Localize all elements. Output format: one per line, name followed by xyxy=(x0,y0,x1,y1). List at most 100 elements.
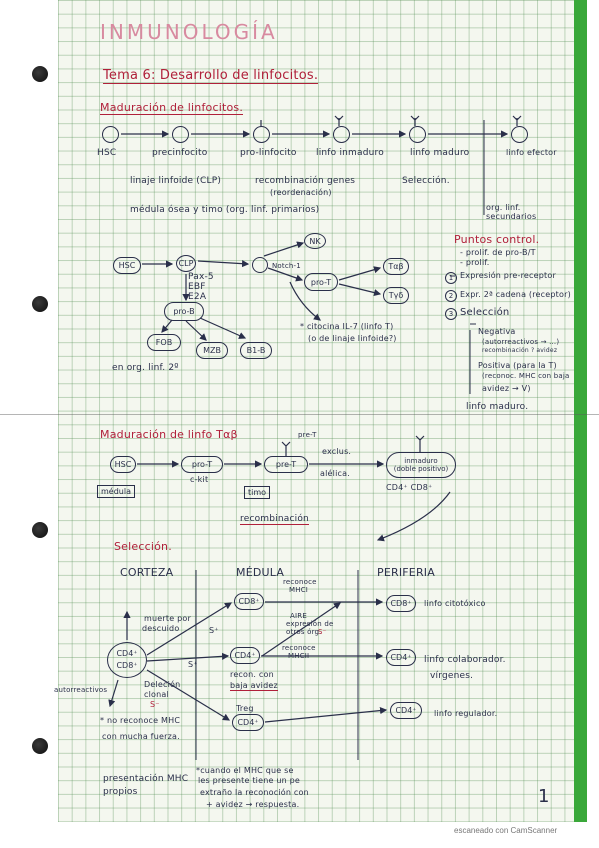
line1-clp: linaje linfoide (CLP) xyxy=(130,176,222,186)
col-periferia: PERIFERIA xyxy=(377,566,435,579)
tab-box-medula: médula xyxy=(97,485,135,498)
aire-3: otros órg. xyxy=(286,628,322,636)
org-secundarios: org. linf. secundarios xyxy=(486,203,537,221)
seleccion-heading: Selección. xyxy=(114,540,172,553)
presentacion-2: propios xyxy=(103,787,138,797)
periferia-colaborador: linfo colaborador. xyxy=(424,655,506,665)
cortex-cell-dp: CD4⁺ CD8⁺ xyxy=(107,642,147,678)
periferia-cd8: CD8⁺ xyxy=(386,595,416,612)
binder-hole xyxy=(32,522,48,538)
nota-1: *cuando el MHC que se xyxy=(196,766,294,775)
stage-circle-precursor xyxy=(172,126,189,143)
tab-heading: Maduración de linfo Tαβ xyxy=(100,428,238,441)
aire-s-minus: S⁻ xyxy=(318,628,327,636)
label-org2: en org. linf. 2º xyxy=(112,363,179,373)
puntos-item0b: - prolif. xyxy=(460,258,490,267)
puntos-item3: Selección xyxy=(460,307,510,318)
col-corteza: CORTEZA xyxy=(120,566,174,579)
label-pax5: Pax-5 xyxy=(188,272,214,282)
binder-hole xyxy=(32,66,48,82)
tab-node-pro-t: pro-T xyxy=(181,456,223,473)
reconoce-mhci-1: reconoce xyxy=(283,578,317,586)
puntos-neg-b: recombinación ? avidez xyxy=(482,347,558,354)
label-ebf: EBF xyxy=(188,282,206,292)
puntos-num-3: 3 xyxy=(445,308,457,320)
periferia-cd4-treg: CD4⁺ xyxy=(390,702,422,719)
tab-inmaduro-label: inmaduro xyxy=(404,457,438,465)
node-tab: Tαβ xyxy=(383,258,409,275)
presentacion-1: presentación MHC xyxy=(103,774,189,784)
recon-baja-1: recon. con xyxy=(230,670,274,679)
no-reconoce1: * no reconoce MHC xyxy=(100,716,181,725)
nota-4: + avidez → respuesta. xyxy=(206,800,300,809)
tab-label-pre-t: pre-T xyxy=(298,431,317,439)
stage-label: linfo efector xyxy=(506,148,557,157)
node-nk: NK xyxy=(304,233,326,249)
periferia-virgenes: vírgenes. xyxy=(430,671,474,681)
binder-hole xyxy=(32,296,48,312)
autorreactivos: autorreactivos xyxy=(54,686,108,694)
tab-node-inmaduro: inmaduro (doble positivo) xyxy=(386,452,456,478)
tab-node-pre-t: pre-T xyxy=(264,456,308,473)
no-reconoce2: con mucha fuerza. xyxy=(102,732,180,741)
node-pro-t: pro-T xyxy=(304,273,338,291)
puntos-num-2: 2 xyxy=(445,290,457,302)
line1-recomb: recombinación genes xyxy=(255,176,356,186)
subject-title: INMUNOLOGÍA xyxy=(100,20,278,44)
puntos-item1: Expresión pre-receptor xyxy=(460,271,556,280)
stage-circle-maduro xyxy=(409,126,426,143)
node-notch-cell xyxy=(252,257,268,273)
periferia-regulador: linfo regulador. xyxy=(434,709,498,718)
cortex-cell-cd4: CD4⁺ xyxy=(116,649,138,658)
node-tgd: Tγδ xyxy=(383,287,409,304)
stage-circle-efector xyxy=(511,126,528,143)
stage-label: precinfocito xyxy=(152,148,208,158)
medula-cd8: CD8⁺ xyxy=(234,593,264,610)
periferia-citotoxico: linfo citotóxico xyxy=(424,599,486,608)
line1-seleccion: Selección. xyxy=(402,176,450,186)
puntos-num-1: 1 xyxy=(445,272,457,284)
reconoce-mhcii-1: reconoce xyxy=(282,644,316,652)
node-b1b: B1-B xyxy=(240,342,272,359)
s-minus: S⁻ xyxy=(150,700,160,709)
puntos-final: linfo maduro. xyxy=(466,402,529,412)
stage-label: linfo maduro xyxy=(410,148,470,158)
label-notch: Notch-1 xyxy=(272,262,301,270)
medula-cd4-treg: CD4⁺ xyxy=(232,714,264,731)
tab-exclus2: alélica. xyxy=(320,469,350,478)
puntos-item0: - prolif. de pro-B/T xyxy=(460,248,536,257)
notebook-page xyxy=(58,0,587,822)
stage-label: linfo inmaduro xyxy=(316,148,384,158)
stage-label: HSC xyxy=(97,148,117,158)
label-e2a: E2A xyxy=(188,292,207,302)
periferia-cd4: CD4⁺ xyxy=(386,649,416,666)
node-mzb: MZB xyxy=(196,342,228,359)
tab-recombinacion: recombinación xyxy=(240,514,309,525)
puntos-pos: Positiva (para la T) xyxy=(478,361,557,370)
line2-organos: médula ósea y timo (org. linf. primarios… xyxy=(130,205,320,215)
scan-fold-line xyxy=(0,414,599,415)
medula-cd4: CD4⁺ xyxy=(230,647,260,664)
stage-circle-inmaduro xyxy=(333,126,350,143)
nota-3: extraño la reconoción con xyxy=(200,788,309,797)
tab-label-ckit: c-kit xyxy=(190,475,209,484)
topic-title: Tema 6: Desarrollo de linfocitos. xyxy=(103,68,319,84)
puntos-pos-a: (reconoc. MHC con baja xyxy=(482,372,570,380)
note-il7: * citocina IL-7 (linfo T) xyxy=(300,322,394,331)
binder-hole xyxy=(32,738,48,754)
medula-treg: Treg xyxy=(236,704,254,713)
node-fob: FOB xyxy=(147,334,181,351)
line1-reorden: (reordenación) xyxy=(270,188,332,197)
delecion1: Deleción xyxy=(144,680,181,689)
puntos-neg: Negativa xyxy=(478,327,516,336)
tab-inmaduro-sub: (doble positivo) xyxy=(393,465,449,473)
page-number: 1 xyxy=(538,786,550,807)
scanner-footer: escaneado con CamScanner xyxy=(454,826,558,835)
maduracion-heading: Maduración de linfocitos. xyxy=(100,101,244,115)
puntos-heading: Puntos control. xyxy=(454,233,540,246)
col-medula: MÉDULA xyxy=(236,566,285,579)
muerte1: muerte por xyxy=(144,614,191,623)
stage-circle-pro xyxy=(253,126,270,143)
puntos-neg-a: (autorreactivos → ...) xyxy=(482,338,560,346)
